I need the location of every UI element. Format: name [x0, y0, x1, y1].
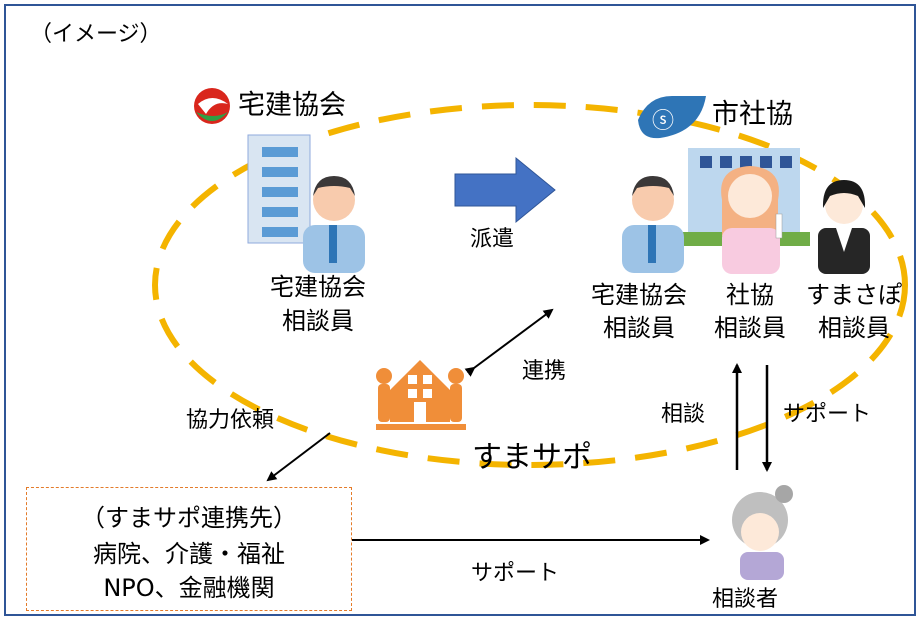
sumasapo-network-ellipse [152, 102, 908, 468]
sumasapo-staff-label-2: 相談員 [818, 314, 890, 342]
diagram-frame [4, 4, 916, 616]
shakyo-staff-label-1: 社協 [726, 281, 774, 309]
partner-box-line-2: NPO、金融機関 [103, 574, 275, 602]
sumasapo-house-logo-icon [376, 360, 466, 430]
takken-logo-icon [194, 88, 230, 124]
takken-staff-left-label-1: 宅建協会 [270, 273, 366, 301]
partner-box-line-1: 病院、介護・福祉 [93, 540, 285, 568]
takken-staff-right-label-1: 宅建協会 [591, 281, 687, 309]
request-arrow [266, 432, 331, 482]
sumasapo-staff-icon [818, 180, 870, 274]
office-building-icon [247, 134, 311, 244]
shakyo-staff-icon [721, 166, 783, 274]
svg-text:ⓢ: ⓢ [652, 109, 674, 134]
support-right-label: サポート [783, 402, 872, 427]
takken-staff-right-icon [622, 176, 684, 273]
dispatch-arrow-icon [454, 156, 556, 224]
consultant-icon [732, 485, 793, 580]
shakyo-logo-icon: ⓢ [638, 96, 706, 139]
partner-box-title: （すまサポ連携先） [81, 504, 297, 532]
partner-box: （すまサポ連携先） 病院、介護・福祉 NPO、金融機関 [26, 487, 352, 611]
cooperation-arrow [464, 308, 554, 377]
cooperation-label: 連携 [522, 359, 567, 384]
consult-label: 相談 [661, 402, 706, 427]
sumasapo-label: すまサポ [472, 440, 592, 475]
image-note: （イメージ） [30, 22, 162, 47]
shakyo-org-label: 市社協 [712, 99, 793, 130]
consultant-label: 相談者 [712, 587, 779, 612]
request-label: 協力依頼 [186, 408, 275, 433]
dispatch-label: 派遣 [470, 227, 515, 252]
support-bottom-label: サポート [471, 561, 560, 586]
takken-staff-right-label-2: 相談員 [603, 314, 675, 342]
sumasapo-staff-label-1: すまさぽ [806, 281, 902, 309]
takken-org-label: 宅建協会 [238, 90, 346, 121]
shakyo-staff-label-2: 相談員 [714, 314, 786, 342]
takken-staff-left-label-2: 相談員 [282, 307, 354, 335]
takken-staff-left-icon [303, 176, 365, 273]
